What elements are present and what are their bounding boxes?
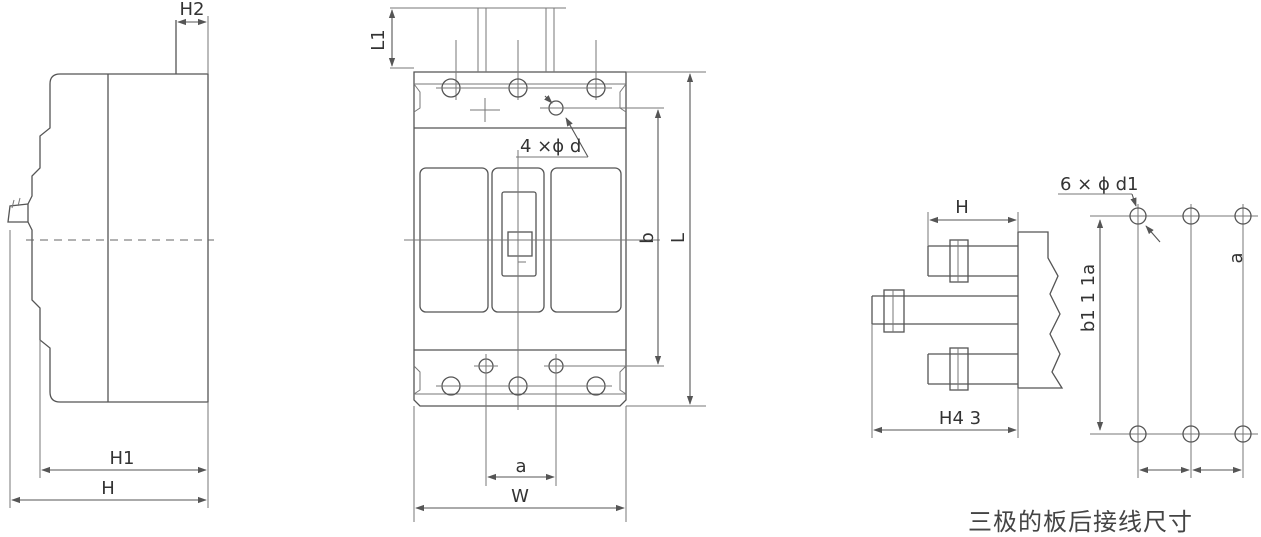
rear-stud-lower-nut xyxy=(949,347,969,391)
rear-hole-pattern: 6 × ϕ d1 b1 1 1a a xyxy=(1058,174,1258,478)
rear-stud-lower xyxy=(927,353,1018,385)
rear-panel-outline xyxy=(1017,231,1064,389)
rear-top-hole-1 xyxy=(1129,207,1147,225)
front-toggle xyxy=(501,191,537,277)
front-toggle-knob xyxy=(507,231,533,257)
rear-bottom-hole-3 xyxy=(1234,425,1252,443)
label-front-hole: 4 ×ϕ d xyxy=(520,136,581,157)
drawing-caption: 三极的板后接线尺寸 xyxy=(968,508,1193,536)
label-front-w: W xyxy=(511,486,529,507)
rear-top-hole-2 xyxy=(1182,207,1200,225)
side-view-body xyxy=(27,73,209,403)
label-side-h2: H2 xyxy=(180,0,205,20)
front-mount-mark-1 xyxy=(470,98,500,122)
rear-top-hole-3 xyxy=(1234,207,1252,225)
front-view: 4 ×ϕ d L1 b xyxy=(368,7,706,522)
rear-connection-view: H H4 3 xyxy=(871,197,1064,438)
label-front-l: L xyxy=(668,233,689,243)
rear-stud-upper xyxy=(927,245,1018,277)
label-side-h: H xyxy=(101,478,115,499)
label-front-a: a xyxy=(515,456,526,477)
front-view-terminal-bars xyxy=(477,8,555,72)
rear-bottom-hole-1 xyxy=(1129,425,1147,443)
label-front-l1: L1 xyxy=(368,29,389,50)
label-rear-h: H xyxy=(955,197,969,218)
label-side-h1: H1 xyxy=(110,448,135,469)
label-rear-h4: H4 3 xyxy=(939,408,981,429)
rear-stud-middle xyxy=(871,295,1018,325)
side-view: H2 H1 H xyxy=(7,0,214,508)
label-rear-a: a xyxy=(1226,252,1247,263)
rear-bottom-hole-2 xyxy=(1182,425,1200,443)
side-view-handle xyxy=(7,203,29,223)
rear-stud-upper-nut xyxy=(949,239,969,283)
label-rear-hole: 6 × ϕ d1 xyxy=(1060,174,1138,195)
label-rear-b1: b1 1 1a xyxy=(1078,264,1099,332)
label-front-b: b xyxy=(637,232,658,243)
front-view-body xyxy=(413,71,627,407)
rear-stud-middle-nut xyxy=(883,289,905,333)
